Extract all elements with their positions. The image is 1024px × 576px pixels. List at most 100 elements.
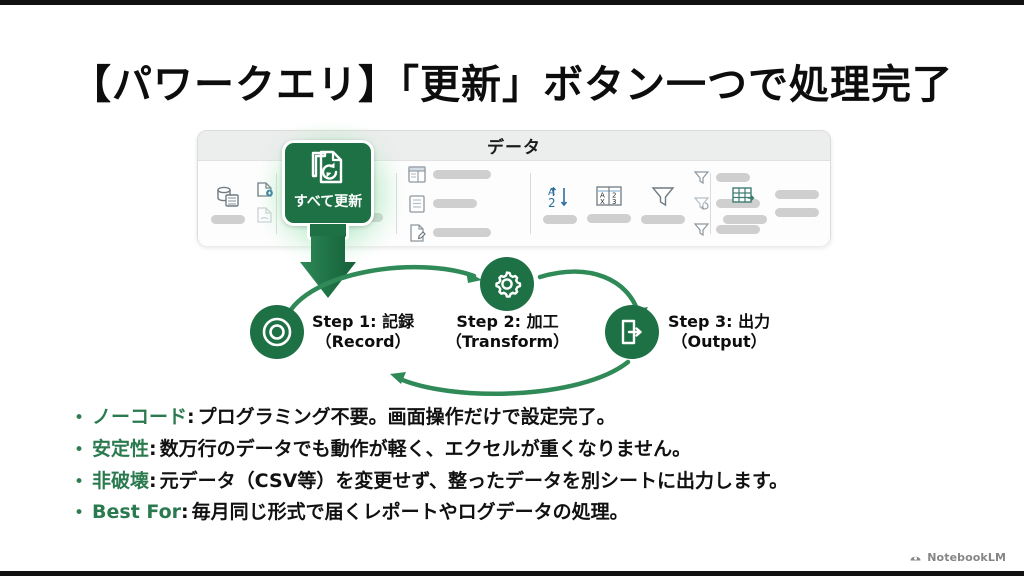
button-caption-placeholder: [543, 214, 577, 224]
button-caption-placeholder: [433, 228, 491, 237]
filter-button[interactable]: [636, 184, 690, 224]
custom-sort-icon: A X 2 3: [596, 185, 622, 206]
ribbon-group-get-and-transform-data: [198, 161, 276, 246]
properties-button[interactable]: [407, 194, 491, 214]
ribbon-group-data-tools: [710, 161, 830, 246]
database-icon: [217, 186, 239, 207]
bullet-key: Best For: [92, 501, 182, 524]
data-tools-item-b[interactable]: [775, 208, 819, 217]
edit-links-icon: [410, 223, 426, 242]
export-document-icon: [621, 319, 642, 345]
bullet-separator: :: [149, 437, 157, 460]
workflow-diagram: Step 1: 記録 （Record） Step 2: 加工 （Transfor…: [230, 250, 810, 400]
flow-node-transform-subtitle: （Transform）: [445, 332, 570, 352]
sort-az-icon: A 2: [548, 186, 568, 210]
ribbon-group-queries-and-connections: [396, 161, 530, 246]
button-caption-placeholder: [433, 170, 491, 179]
list-item: • 非破壊 : 元データ（CSV等）を変更せず、整ったデータを別シートに出力しま…: [74, 470, 974, 493]
flow-node-output-label: Step 3: 出力 （Output）: [668, 312, 770, 353]
refresh-all-icon: [311, 150, 343, 184]
bullet-separator: :: [187, 406, 195, 428]
clear-filter-button[interactable]: [693, 169, 760, 186]
reapply-filter-icon: [693, 197, 710, 211]
button-caption-placeholder: [641, 214, 685, 224]
flow-node-record-subtitle: （Record）: [315, 332, 411, 352]
record-circle-icon: [262, 317, 292, 347]
flow-node-record-label: Step 1: 記録 （Record）: [312, 312, 414, 353]
flow-node-output[interactable]: [605, 305, 659, 359]
filter-icon: [651, 186, 675, 206]
button-caption-placeholder: [716, 225, 760, 234]
button-caption-placeholder: [716, 173, 750, 182]
flow-node-record[interactable]: [250, 305, 304, 359]
flow-node-record-title: Step 1: 記録: [312, 312, 415, 331]
clear-filter-icon: [693, 171, 710, 185]
bullet-marker: •: [74, 408, 85, 428]
bullet-marker: •: [74, 503, 85, 524]
bullet-marker: •: [74, 439, 85, 460]
reapply-filter-button[interactable]: [693, 195, 760, 212]
button-caption-placeholder: [723, 214, 767, 224]
svg-text:2: 2: [548, 196, 556, 210]
table-tools-button[interactable]: [718, 184, 772, 224]
button-caption-placeholder: [716, 199, 760, 208]
button-caption-placeholder: [433, 199, 477, 208]
flow-node-output-subtitle: （Output）: [671, 332, 767, 352]
refresh-all-label: すべて更新: [293, 194, 363, 210]
data-tools-item-a[interactable]: [775, 190, 819, 199]
properties-icon: [409, 194, 425, 213]
svg-text:A: A: [548, 187, 555, 198]
queries-pane-button[interactable]: [407, 165, 491, 185]
sort-az-button[interactable]: A 2: [538, 184, 582, 224]
document-import-icon: [257, 207, 272, 223]
edit-links-button[interactable]: [407, 223, 491, 243]
tab-data[interactable]: データ: [487, 138, 541, 158]
flow-node-transform-title: Step 2: 加工: [456, 312, 559, 331]
watermark-text: NotebookLM: [927, 551, 1006, 564]
list-item: • ノーコード : プログラミング不要。画面操作だけで設定完了。: [74, 406, 974, 429]
list-item: • 安定性 : 数万行のデータでも動作が軽く、エクセルが重くなりません。: [74, 438, 974, 461]
svg-text:A: A: [600, 191, 605, 199]
bullet-key: 安定性: [92, 437, 150, 460]
notebooklm-watermark: NotebookLM: [909, 551, 1006, 564]
workflow-arrows: [283, 265, 648, 396]
bullet-key: 非破壊: [92, 469, 150, 492]
down-arrow-icon: [300, 236, 356, 298]
flow-node-output-title: Step 3: 出力: [668, 312, 771, 331]
svg-text:2: 2: [612, 191, 616, 199]
advanced-filter-icon: [693, 223, 710, 237]
button-caption-placeholder: [587, 213, 631, 223]
bullet-separator: :: [181, 501, 189, 524]
advanced-filter-button[interactable]: [693, 221, 760, 238]
queries-icon-rows: [404, 165, 494, 243]
filter-options-rows: [690, 169, 763, 238]
document-connect-icon: [257, 182, 273, 197]
bullet-separator: :: [149, 469, 157, 492]
top-edge-bar: [0, 0, 1024, 5]
data-tools-rows: [772, 190, 822, 217]
bottom-edge-bar: [0, 571, 1024, 576]
refresh-all-button[interactable]: すべて更新: [282, 140, 374, 226]
bullet-key: ノーコード: [92, 406, 188, 428]
button-caption-placeholder: [775, 190, 819, 199]
feature-bullet-list: • ノーコード : プログラミング不要。画面操作だけで設定完了。 • 安定性 :…: [74, 406, 974, 533]
queries-pane-icon: [408, 165, 426, 183]
svg-text:X: X: [600, 198, 605, 206]
flow-node-transform[interactable]: [480, 257, 534, 311]
bullet-text: 元データ（CSV等）を変更せず、整ったデータを別シートに出力します。: [159, 469, 789, 492]
bullet-text: 数万行のデータでも動作が軽く、エクセルが重くなりません。: [159, 437, 692, 460]
gear-icon: [495, 271, 522, 298]
notebooklm-logo-icon: [910, 556, 921, 561]
ribbon-group-sort-and-filter: A 2 A X 2 3: [530, 161, 760, 246]
svg-text:3: 3: [612, 198, 616, 206]
table-tools-icon: [732, 186, 755, 203]
bullet-marker: •: [74, 471, 85, 492]
database-button[interactable]: [206, 184, 250, 224]
button-caption-placeholder: [211, 214, 245, 224]
page-title: 【パワークエリ】「更新」ボタン一つで処理完了: [71, 62, 953, 108]
bullet-text: プログラミング不要。画面操作だけで設定完了。: [197, 406, 616, 428]
custom-sort-button[interactable]: A X 2 3: [582, 185, 636, 223]
list-item: • Best For : 毎月同じ形式で届くレポートやログデータの処理。: [74, 501, 974, 524]
flow-node-transform-label: Step 2: 加工 （Transform）: [430, 312, 585, 353]
